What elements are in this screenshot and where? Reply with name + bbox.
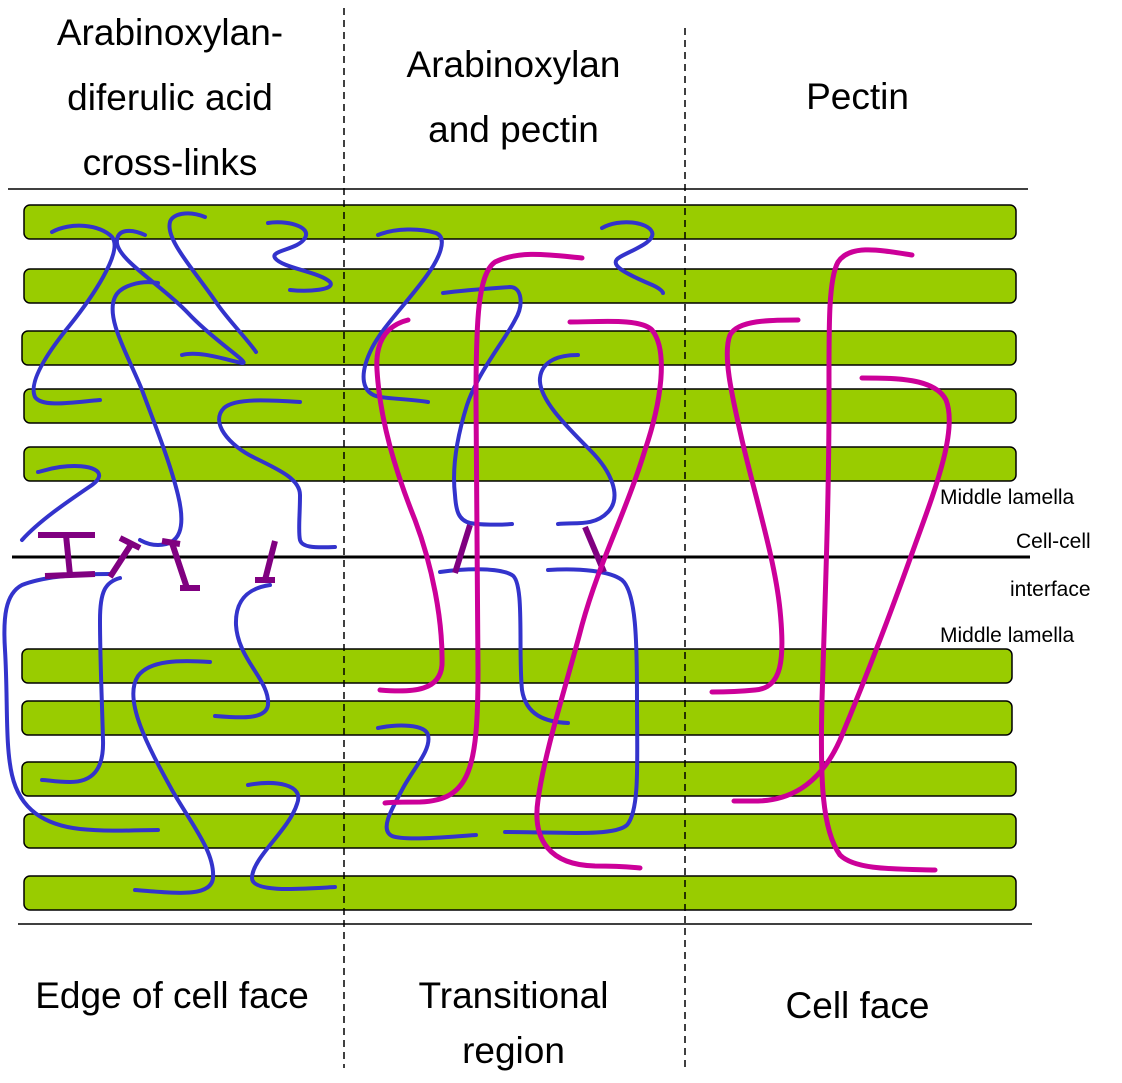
footer-middle-line-2: region bbox=[346, 1018, 681, 1083]
header-right: Pectin bbox=[690, 64, 1025, 129]
arabinoxylan-chain bbox=[440, 569, 568, 723]
pectin-chain bbox=[734, 378, 949, 801]
header-left-line-1: Arabinoxylan- bbox=[0, 0, 340, 65]
crosslink bbox=[255, 541, 275, 580]
microfibril bbox=[22, 701, 1012, 735]
arabinoxylan-chain bbox=[540, 355, 615, 524]
header-middle-line-2: and pectin bbox=[346, 97, 681, 162]
header-middle-line-1: Arabinoxylan bbox=[346, 32, 681, 97]
label-interface: interface bbox=[1010, 577, 1091, 603]
microfibrils-top-cell bbox=[22, 205, 1016, 481]
header-right-line-1: Pectin bbox=[690, 64, 1025, 129]
crosslink bbox=[455, 525, 470, 573]
header-left-line-2: diferulic acid bbox=[0, 65, 340, 130]
label-cell-cell: Cell-cell bbox=[1016, 529, 1091, 555]
header-middle: Arabinoxylan and pectin bbox=[346, 32, 681, 162]
header-left-line-3: cross-links bbox=[0, 130, 340, 195]
crosslink bbox=[162, 541, 200, 588]
microfibril bbox=[22, 331, 1016, 365]
microfibril bbox=[24, 389, 1016, 423]
pectin-chain bbox=[377, 320, 442, 691]
microfibrils-bottom-cell bbox=[22, 649, 1016, 910]
label-middle-lamella-top: Middle lamella bbox=[940, 485, 1074, 511]
header-left: Arabinoxylan- diferulic acid cross-links bbox=[0, 0, 340, 195]
footer-right: Cell face bbox=[690, 973, 1025, 1038]
pectin-chain bbox=[712, 320, 798, 692]
label-middle-lamella-bottom: Middle lamella bbox=[940, 623, 1074, 649]
footer-middle: Transitional region bbox=[346, 963, 681, 1083]
arabinoxylan-chain bbox=[34, 226, 115, 404]
footer-left: Edge of cell face bbox=[0, 963, 344, 1028]
